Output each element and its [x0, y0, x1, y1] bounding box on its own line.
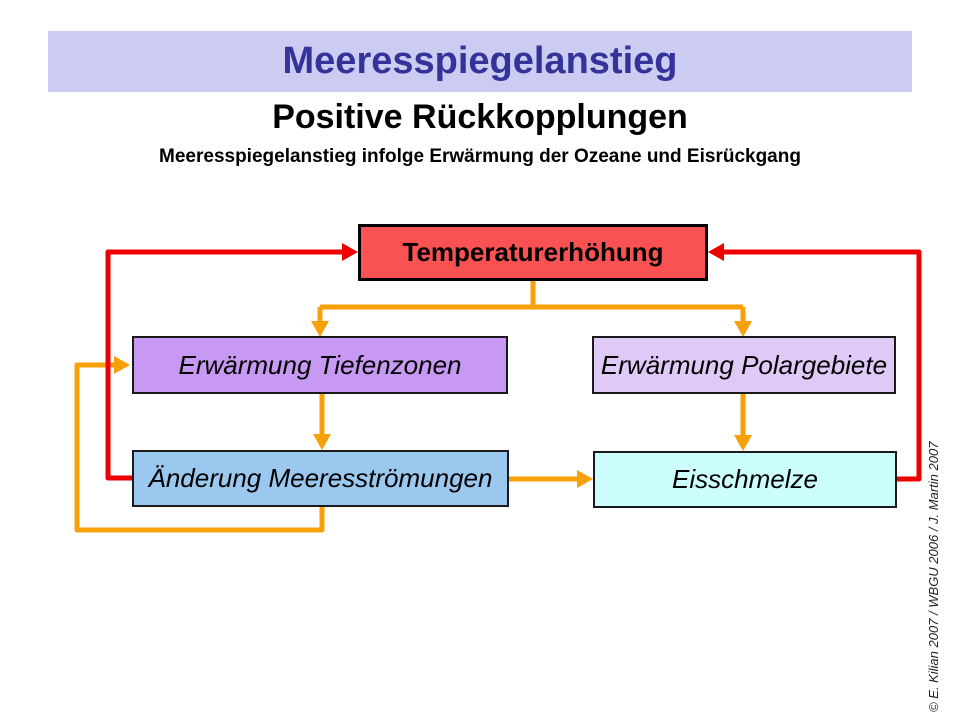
node-temperaturerhoehung: Temperaturerhöhung: [358, 224, 708, 281]
node-erwaermung-polargebiete-label: Erwärmung Polargebiete: [600, 349, 888, 380]
arrow-polargebiete-to-eisschmelze: [734, 394, 752, 451]
copyright-credit: © E. Kilian 2007 / WBGU 2006 / J. Martin…: [926, 441, 941, 712]
node-eisschmelze: Eisschmelze: [593, 451, 897, 508]
node-eisschmelze-label: Eisschmelze: [672, 464, 818, 494]
slide-subtitle: Positive Rückkopplungen: [272, 98, 688, 136]
slide-subsubtitle: Meeresspiegelanstieg infolge Erwärmung d…: [159, 146, 801, 167]
arrow-meeresstroemungen-to-eisschmelze: [509, 470, 593, 488]
node-erwaermung-tiefenzonen-label: Erwärmung Tiefenzonen: [178, 349, 462, 380]
node-aenderung-meeresstroemungen: Änderung Meeresströmungen: [132, 450, 509, 507]
page-title: Meeresspiegelanstieg: [282, 40, 678, 82]
node-aenderung-meeresstroemungen-label: Änderung Meeresströmungen: [148, 463, 493, 493]
header-bar: Meeresspiegelanstieg: [48, 31, 912, 92]
arrow-tiefenzonen-to-meeresstroemungen: [313, 394, 331, 450]
node-erwaermung-tiefenzonen: Erwärmung Tiefenzonen: [132, 336, 508, 394]
node-temperaturerhoehung-label: Temperaturerhöhung: [402, 237, 664, 267]
arrow-temp-to-middle-nodes: [311, 281, 752, 337]
node-erwaermung-polargebiete: Erwärmung Polargebiete: [592, 336, 896, 394]
